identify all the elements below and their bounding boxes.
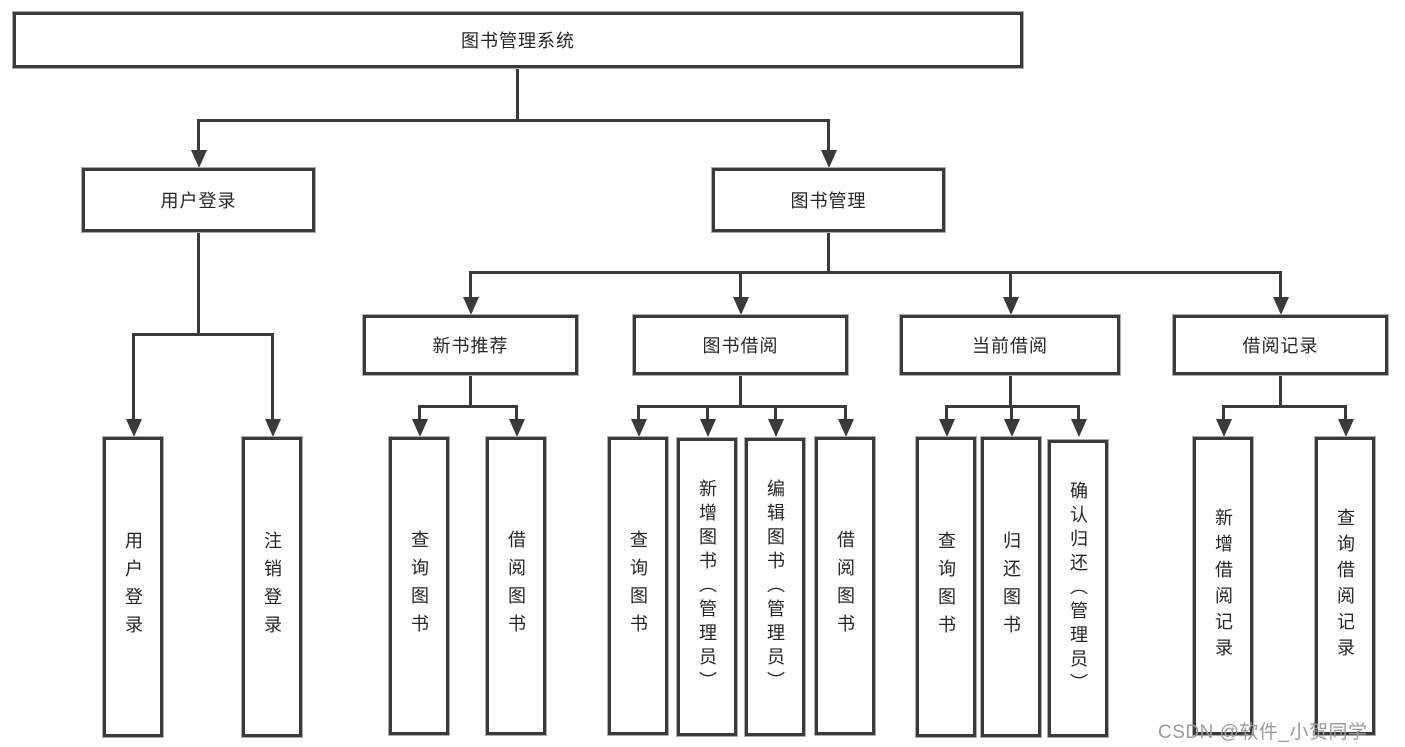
node-borrow-records: 借阅记录 — [1173, 315, 1388, 375]
leaf-cb-query-books-label: 查询图书 — [936, 531, 956, 643]
leaf-cb-query-books: 查询图书 — [916, 437, 976, 737]
leaf-ul-logout-label: 注销登录 — [262, 531, 282, 643]
connector-nbr-bar — [418, 405, 518, 408]
leaf-bb-borrow-books-label: 借阅图书 — [835, 530, 855, 642]
arrowhead-new-book-rec — [463, 297, 479, 315]
arrowhead-ul-logout — [265, 419, 281, 437]
connector-drop-ul-logout — [271, 333, 274, 420]
connector-ul-bar — [132, 333, 274, 336]
leaf-bb-query-books: 查询图书 — [608, 437, 668, 735]
connector-drop-br-query — [1344, 405, 1347, 421]
leaf-br-add-record: 新增借阅记录 — [1193, 437, 1253, 735]
connector-bb-bar — [637, 405, 847, 408]
arrowhead-br-query — [1338, 419, 1354, 437]
connector-drop-book-borrow — [739, 271, 742, 299]
leaf-bb-query-books-label: 查询图书 — [628, 530, 648, 642]
connector-br-bar — [1222, 405, 1347, 408]
arrowhead-cb-return — [1004, 419, 1020, 437]
connector-drop-bb-edit — [774, 405, 777, 421]
node-book-borrow: 图书借阅 — [633, 315, 848, 375]
connector-br-stub — [1279, 375, 1282, 408]
arrowhead-user-login — [191, 150, 207, 168]
leaf-cb-confirm-return: 确认归还（管理员） — [1048, 440, 1108, 737]
connector-bm-stub — [827, 232, 830, 274]
connector-drop-nbr-query — [418, 405, 421, 421]
leaf-cb-return-books-label: 归还图书 — [1001, 531, 1021, 643]
connector-drop-current-borrow — [1009, 271, 1012, 299]
arrowhead-book-borrow — [733, 297, 749, 315]
leaf-nbr-borrow-books: 借阅图书 — [486, 437, 546, 735]
leaf-nbr-borrow-books-label: 借阅图书 — [506, 530, 526, 642]
arrowhead-borrow-records — [1273, 297, 1289, 315]
node-user-login-label: 用户登录 — [160, 191, 237, 211]
leaf-bb-add-books-label: 新增图书（管理员） — [697, 479, 717, 695]
node-root-label: 图书管理系统 — [461, 31, 575, 51]
arrowhead-cb-confirm — [1071, 419, 1087, 437]
leaf-bb-add-books: 新增图书（管理员） — [677, 438, 737, 736]
node-book-mgmt: 图书管理 — [712, 168, 945, 232]
arrowhead-br-add — [1216, 419, 1232, 437]
connector-drop-cb-query — [945, 405, 948, 421]
connector-drop-nbr-borrow — [515, 405, 518, 421]
connector-ul-stub — [197, 232, 200, 335]
leaf-nbr-query-books: 查询图书 — [389, 437, 449, 735]
connector-drop-cb-return — [1010, 405, 1013, 421]
node-root: 图书管理系统 — [13, 12, 1023, 68]
connector-drop-bb-query — [637, 405, 640, 421]
arrowhead-bb-add — [700, 419, 716, 437]
arrowhead-bb-borrow — [838, 419, 854, 437]
leaf-br-add-record-label: 新增借阅记录 — [1213, 508, 1233, 664]
leaf-ul-logout: 注销登录 — [242, 437, 302, 737]
connector-drop-book-mgmt — [827, 119, 830, 153]
connector-drop-ul-user-login — [132, 333, 135, 420]
node-new-book-rec: 新书推荐 — [363, 315, 578, 375]
node-user-login: 用户登录 — [82, 168, 315, 232]
leaf-cb-confirm-return-label: 确认归还（管理员） — [1068, 480, 1088, 697]
node-book-mgmt-label: 图书管理 — [790, 191, 867, 211]
leaf-bb-edit-books: 编辑图书（管理员） — [745, 438, 805, 736]
arrowhead-bb-query — [631, 419, 647, 437]
connector-root-stub — [516, 68, 519, 122]
connector-drop-br-add — [1222, 405, 1225, 421]
node-current-borrow: 当前借阅 — [900, 315, 1120, 375]
watermark: CSDN @软件_小贺同学 — [1158, 722, 1368, 743]
arrowhead-bb-edit — [768, 419, 784, 437]
connector-cb-stub — [1009, 375, 1012, 408]
arrowhead-ul-user-login — [126, 419, 142, 437]
arrowhead-nbr-borrow — [509, 419, 525, 437]
arrowhead-nbr-query — [412, 419, 428, 437]
arrowhead-current-borrow — [1003, 297, 1019, 315]
leaf-br-query-record: 查询借阅记录 — [1315, 437, 1375, 735]
connector-nbr-stub — [469, 375, 472, 408]
leaf-bb-edit-books-label: 编辑图书（管理员） — [765, 479, 785, 695]
node-current-borrow-label: 当前借阅 — [972, 336, 1048, 356]
leaf-br-query-record-label: 查询借阅记录 — [1335, 508, 1355, 664]
node-book-borrow-label: 图书借阅 — [702, 336, 779, 356]
leaf-ul-user-login-label: 用户登录 — [123, 531, 143, 643]
connector-bm-bar — [469, 271, 1282, 274]
connector-drop-borrow-records — [1279, 271, 1282, 299]
node-borrow-records-label: 借阅记录 — [1242, 336, 1319, 356]
connector-bb-stub — [739, 375, 742, 408]
arrowhead-cb-query — [939, 419, 955, 437]
connector-drop-cb-confirm — [1077, 405, 1080, 421]
connector-drop-bb-borrow — [844, 405, 847, 421]
leaf-ul-user-login: 用户登录 — [103, 437, 163, 737]
node-new-book-rec-label: 新书推荐 — [432, 336, 509, 356]
leaf-cb-return-books: 归还图书 — [981, 437, 1041, 737]
leaf-bb-borrow-books: 借阅图书 — [815, 437, 875, 735]
leaf-nbr-query-books-label: 查询图书 — [409, 530, 429, 642]
connector-drop-new-book-rec — [469, 271, 472, 299]
connector-drop-bb-add — [706, 405, 709, 421]
connector-drop-user-login — [197, 119, 200, 153]
connector-root-bar — [197, 119, 830, 122]
arrowhead-book-mgmt — [821, 150, 837, 168]
